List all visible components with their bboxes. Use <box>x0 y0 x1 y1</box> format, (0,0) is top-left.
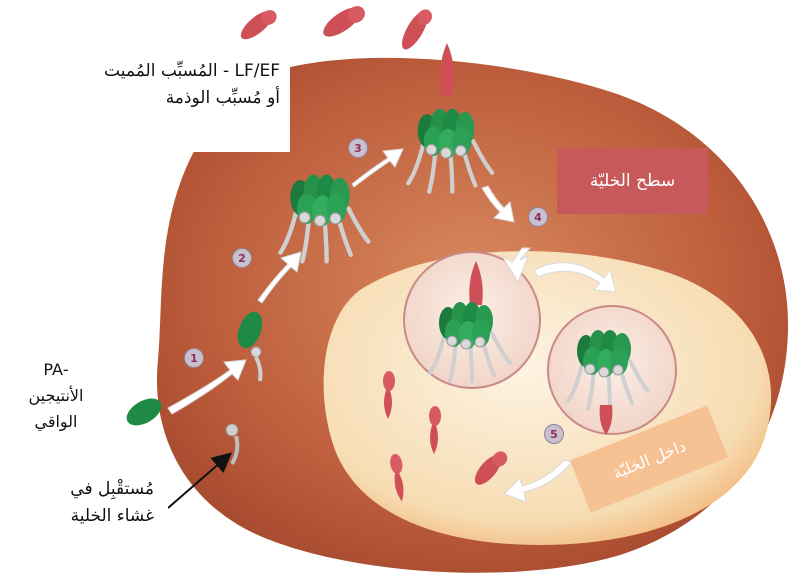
toxin-label-line1: LF/EF - المُسبِّب المُميت <box>0 58 280 85</box>
receptor-label: مُستقْبِل في غشاء الخلية <box>0 470 168 560</box>
pa-label-line1: -PA <box>0 357 112 383</box>
receptor-head <box>226 424 238 436</box>
toxin-label: LF/EF - المُسبِّب المُميت أو مُسبِّب الو… <box>0 52 290 152</box>
step-2-marker: 2 <box>232 248 252 268</box>
toxin-on-pore-top <box>440 43 454 95</box>
toxin-free-2 <box>319 0 368 43</box>
step-5-marker: 5 <box>544 424 564 444</box>
cell-surface-text: سطح الخليّة <box>590 171 675 191</box>
toxin-free-1 <box>237 5 280 45</box>
receptor-label-line2: غشاء الخلية <box>0 503 154 530</box>
pa-label-line2: الأنتيجين <box>0 383 112 409</box>
cell-inside-text: داخل الخليّة <box>610 436 689 482</box>
toxin-free-3 <box>397 5 435 53</box>
cell-surface-badge: سطح الخليّة <box>557 148 708 214</box>
step-1-marker: 1 <box>184 348 204 368</box>
receptor-label-line1: مُستقْبِل في <box>0 476 154 503</box>
pa-label: -PA الأنتيجين الواقي <box>0 345 112 465</box>
toxin-label-line2: أو مُسبِّب الوذمة <box>0 85 280 112</box>
pa-label-line3: الواقي <box>0 409 112 435</box>
step-4-marker: 4 <box>528 207 548 227</box>
step-3-marker: 3 <box>348 138 368 158</box>
